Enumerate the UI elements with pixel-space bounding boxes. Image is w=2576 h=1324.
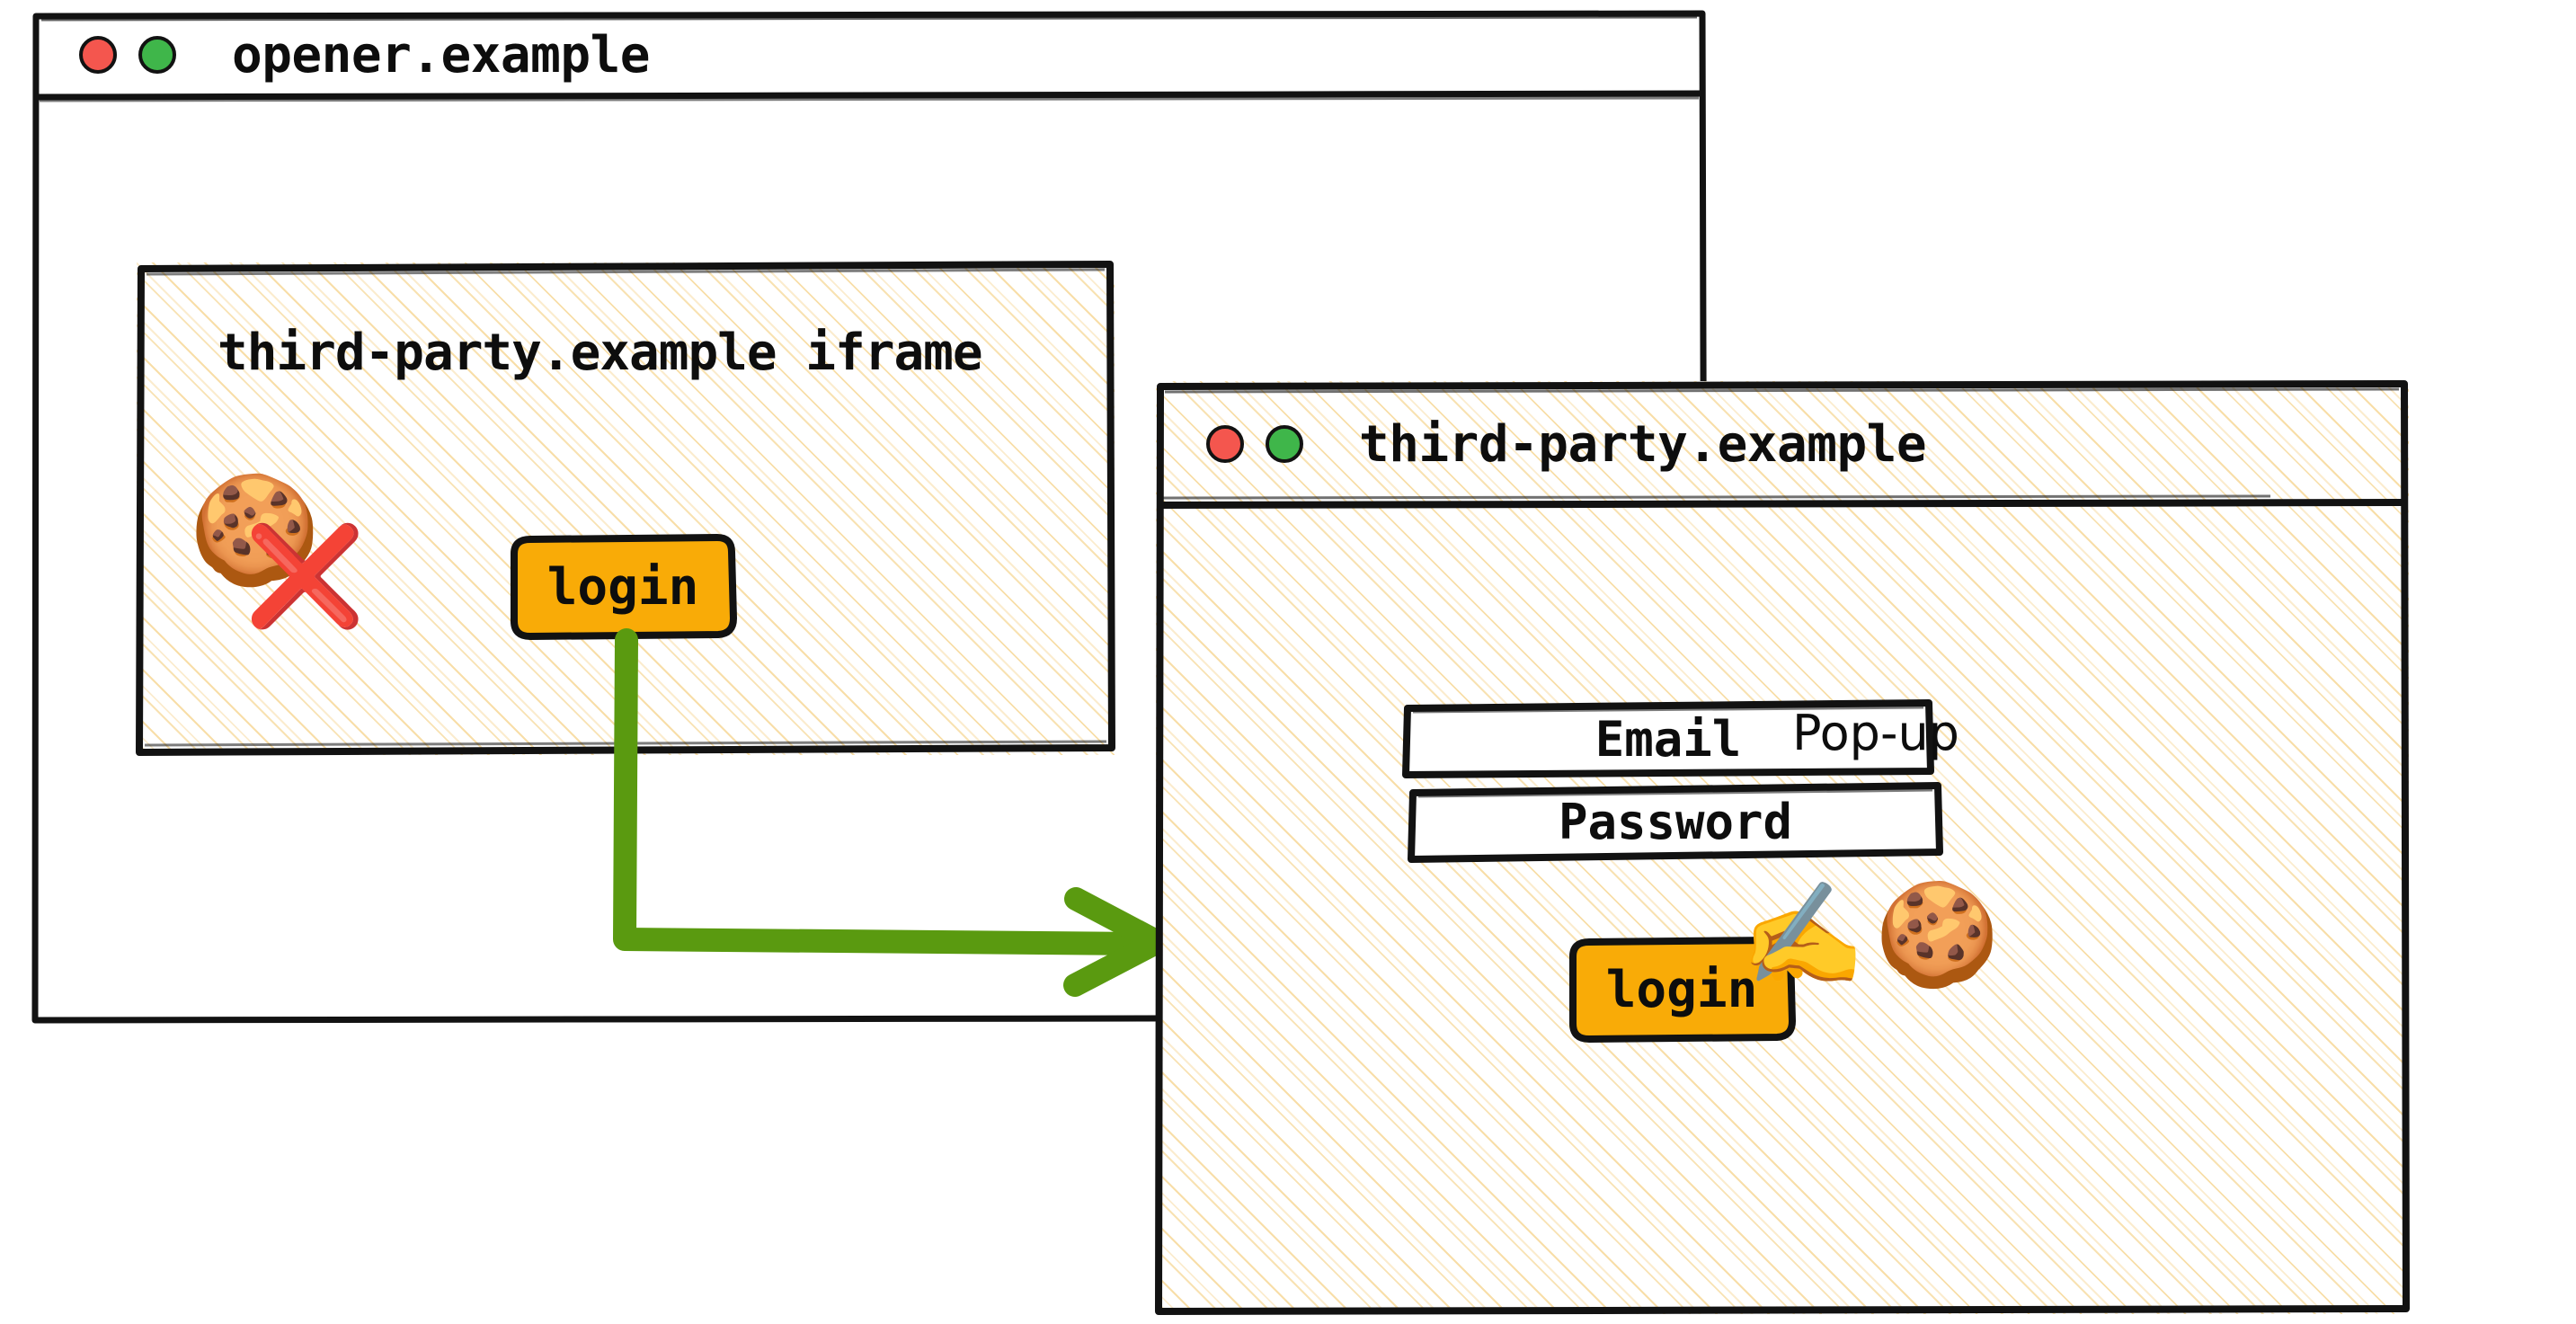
cookie-written-group: ✍️ 🍪 <box>1740 884 2000 985</box>
popup-window-controls[interactable] <box>1206 425 1303 463</box>
maximize-button-dot[interactable] <box>138 36 176 74</box>
email-field-label: Email <box>1594 710 1742 768</box>
close-button-dot[interactable] <box>79 36 117 74</box>
popup-window-title: third-party.example <box>1359 414 1927 474</box>
third-party-iframe: third-party.example iframe 🍪 ❌ login <box>136 261 1115 756</box>
cookie-icon: 🍪 <box>1874 876 2000 993</box>
iframe-login-button[interactable]: login <box>511 534 737 640</box>
maximize-button-dot[interactable] <box>1266 425 1303 463</box>
blocked-cross-icon: ❌ <box>244 520 366 633</box>
iframe-title-label: third-party.example iframe <box>218 324 983 382</box>
opener-window-controls[interactable] <box>79 36 176 74</box>
password-field[interactable]: Password <box>1408 782 1943 863</box>
popup-annotation-label: Pop-up <box>1792 705 1959 761</box>
popup-login-button-label: login <box>1605 960 1758 1019</box>
writing-hand-icon: ✍️ <box>1740 876 1866 993</box>
iframe-login-button-label: login <box>546 557 699 617</box>
opener-window-title: opener.example <box>232 25 651 84</box>
blocked-cookie-group: 🍪 ❌ <box>189 476 369 638</box>
opener-titlebar: opener.example <box>32 11 1706 99</box>
third-party-popup-window: third-party.example Email Password login <box>1155 380 2410 1315</box>
popup-titlebar: third-party.example <box>1156 381 2409 507</box>
password-field-label: Password <box>1558 793 1793 850</box>
close-button-dot[interactable] <box>1206 425 1244 463</box>
